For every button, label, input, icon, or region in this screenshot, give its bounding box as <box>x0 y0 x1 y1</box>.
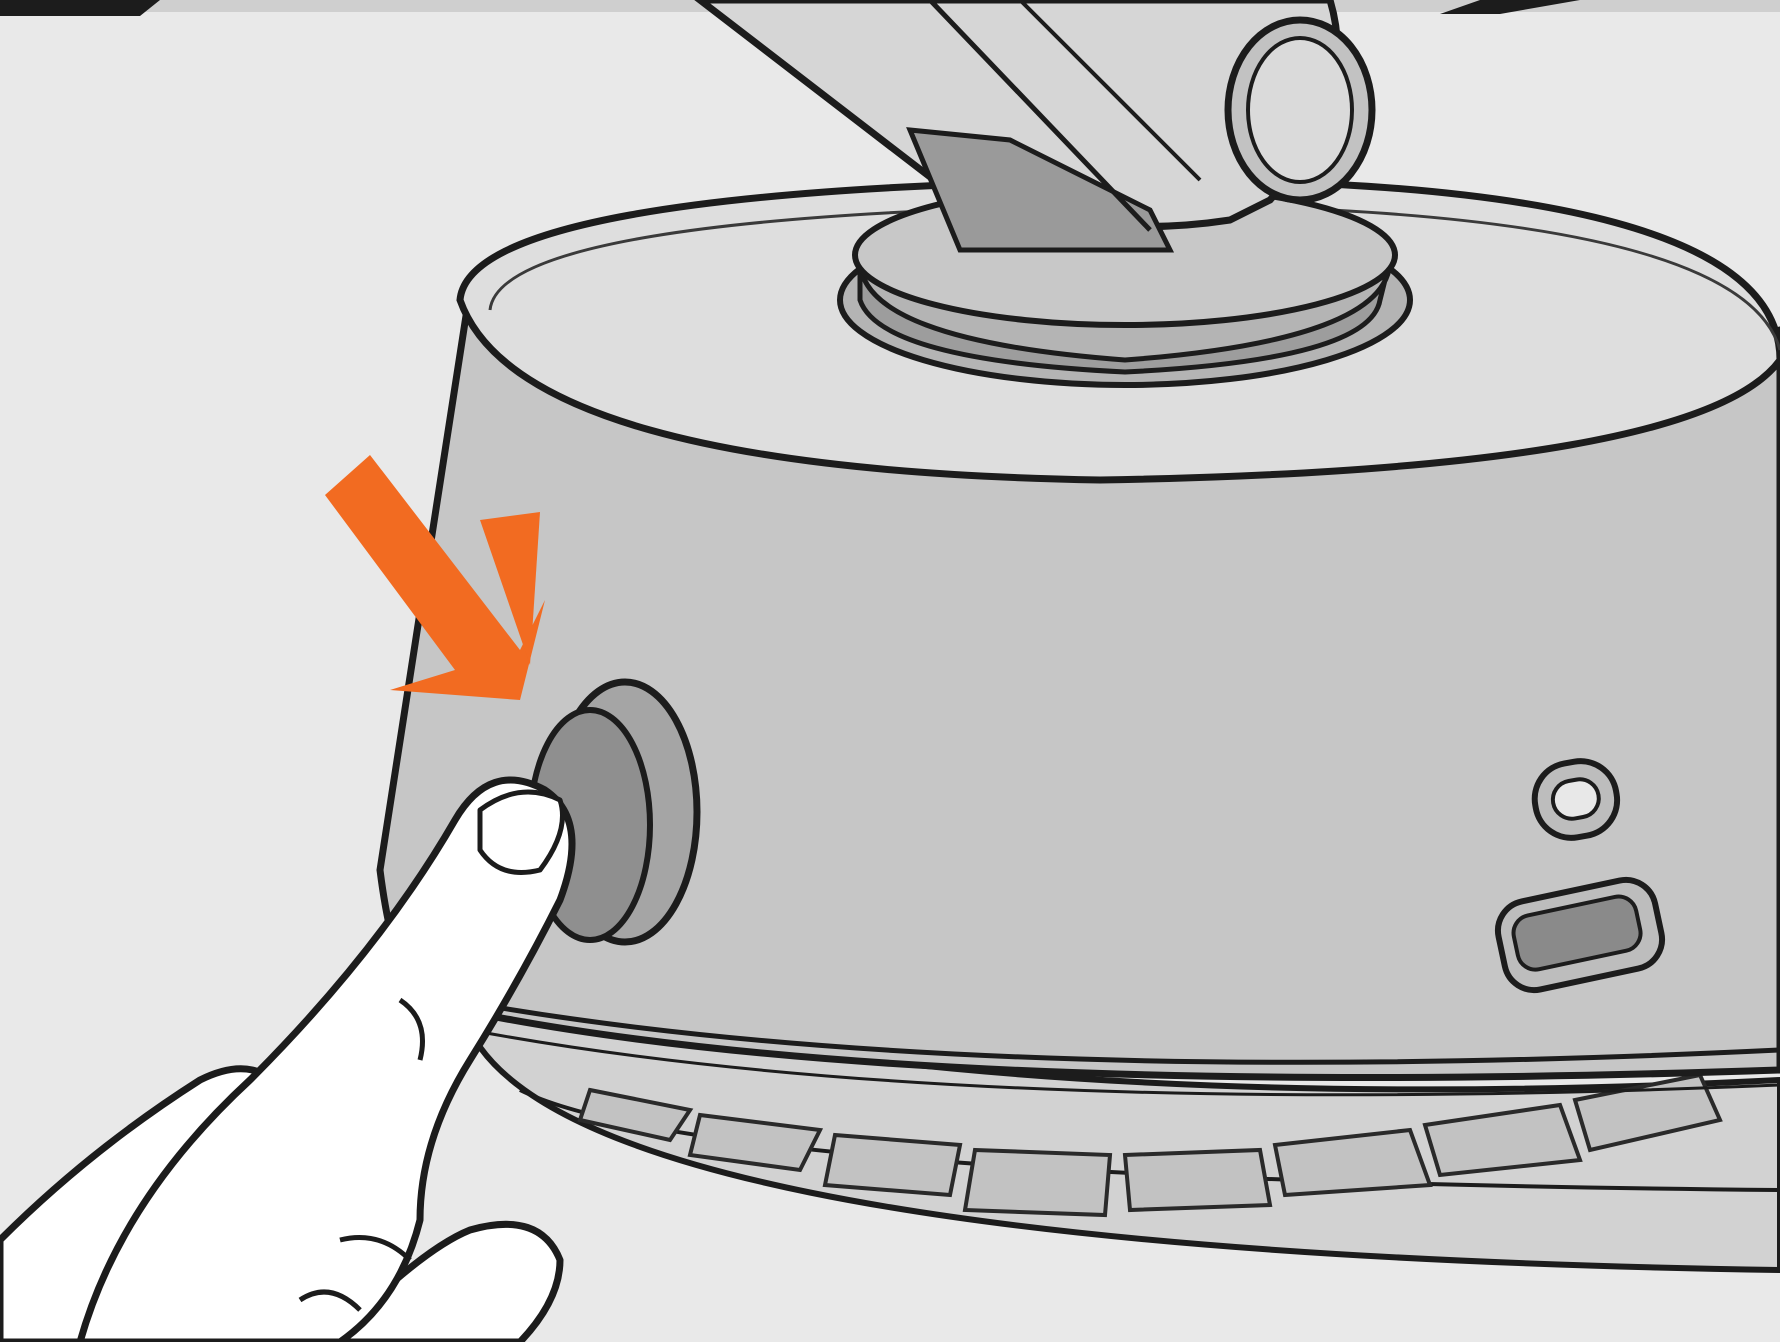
device-illustration <box>0 0 1780 1342</box>
